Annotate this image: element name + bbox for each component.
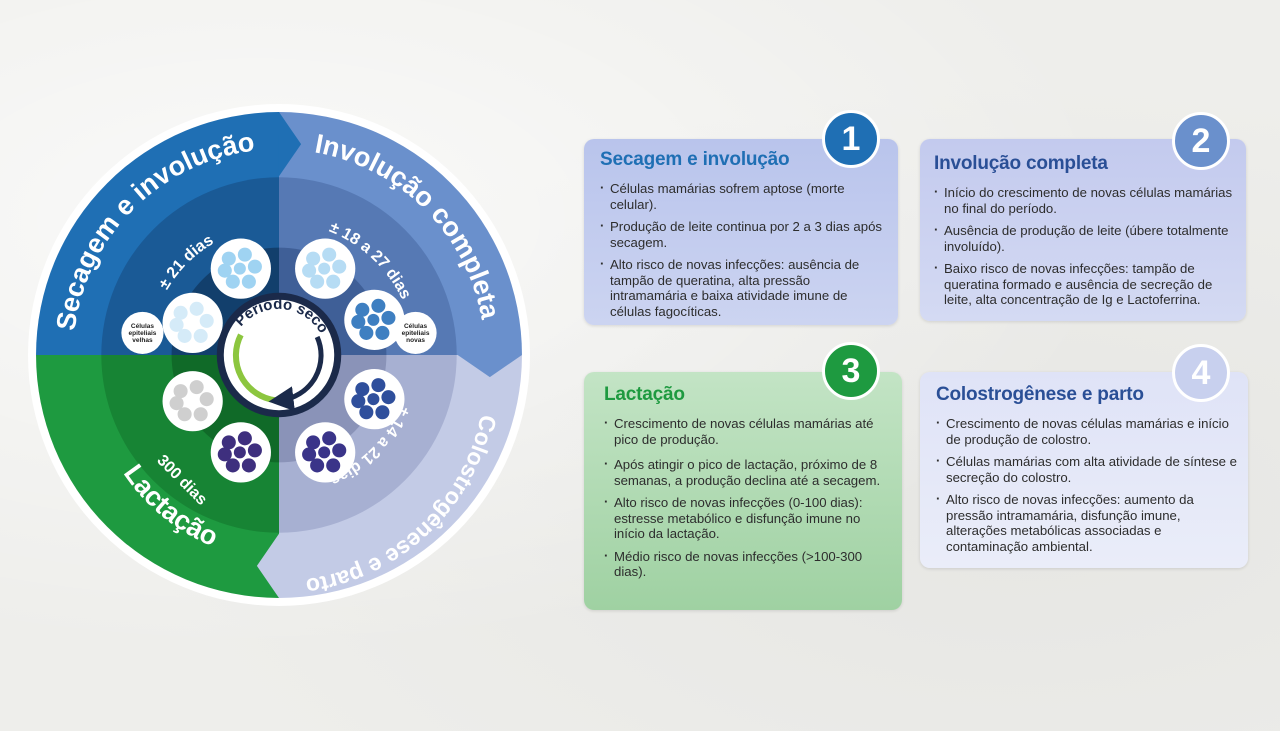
card-3-number-badge: 3 bbox=[822, 342, 880, 400]
card-1-number-badge: 1 bbox=[822, 110, 880, 168]
card-4-title: Colostrogênese e parto bbox=[936, 384, 1144, 405]
card-2-item: Baixo risco de novas infecções: tampão d… bbox=[934, 260, 1238, 308]
card-colostrogenese-parto: Colostrogênese e parto Crescimento de no… bbox=[920, 372, 1248, 568]
lactation-cycle-wheel: Células epiteliais velhas Células epitel… bbox=[28, 104, 530, 606]
arrow-tip-2 bbox=[457, 355, 522, 378]
cycle-arrow-green bbox=[232, 333, 276, 404]
card-1-list: Células mamárias sofrem aptose (morte ce… bbox=[600, 180, 888, 326]
cell-cluster-5 bbox=[344, 369, 405, 430]
arrow-tip-3 bbox=[256, 533, 279, 598]
cell-cluster-6 bbox=[295, 422, 356, 483]
card-2-item: Ausência de produção de leite (úbere tot… bbox=[934, 222, 1238, 254]
cell-cluster-8 bbox=[162, 371, 223, 432]
card-3-item: Crescimento de novas células mamárias at… bbox=[604, 415, 894, 447]
card-3-item: Médio risco de novas infecções (>100-300… bbox=[604, 548, 894, 580]
card-3-item: Alto risco de novas infecções (0-100 dia… bbox=[604, 494, 894, 542]
card-3-item: Após atingir o pico de lactação, próximo… bbox=[604, 456, 894, 488]
arrow-tip-1 bbox=[279, 112, 302, 177]
card-1-item: Células mamárias sofrem aptose (morte ce… bbox=[600, 180, 888, 212]
new-cells-label-2: epiteliais bbox=[402, 330, 430, 337]
old-cells-label-1: Células bbox=[131, 323, 155, 330]
card-3-title: Lactação bbox=[604, 384, 685, 405]
center-disc bbox=[223, 299, 335, 411]
card-1-item: Alto risco de novas infecções: ausência … bbox=[600, 256, 888, 319]
new-cells-label-1: Células bbox=[404, 323, 428, 330]
card-2-item: Início do crescimento de novas células m… bbox=[934, 184, 1238, 216]
card-2-number-badge: 2 bbox=[1172, 112, 1230, 170]
new-cells-label-3: novas bbox=[406, 337, 425, 344]
cell-cluster-7 bbox=[210, 422, 271, 483]
card-4-list: Crescimento de novas células mamárias e … bbox=[936, 415, 1240, 561]
cycle-arrow-dark bbox=[268, 335, 324, 412]
card-3-list: Crescimento de novas células mamárias at… bbox=[604, 415, 894, 587]
card-2-title: Involução completa bbox=[934, 153, 1108, 174]
new-cells-bubble bbox=[394, 311, 437, 354]
card-4-item: Crescimento de novas células mamárias e … bbox=[936, 415, 1240, 447]
cell-cluster-1 bbox=[210, 238, 271, 299]
card-1-title: Secagem e involução bbox=[600, 149, 790, 170]
card-involucao-completa: Involução completa Início do crescimento… bbox=[920, 139, 1246, 321]
card-4-number-badge: 4 bbox=[1172, 344, 1230, 402]
cell-cluster-3 bbox=[295, 238, 356, 299]
card-4-item: Alto risco de novas infecções: aumento d… bbox=[936, 491, 1240, 554]
old-cells-label-2: epiteliais bbox=[129, 330, 157, 337]
cell-cluster-4 bbox=[344, 289, 405, 350]
old-cells-label-3: velhas bbox=[132, 337, 153, 344]
card-lactacao: Lactação Crescimento de novas células ma… bbox=[584, 372, 902, 610]
card-secagem-involucao: Secagem e involução Células mamárias sof… bbox=[584, 139, 898, 325]
card-1-item: Produção de leite continua por 2 a 3 dia… bbox=[600, 218, 888, 250]
card-4-item: Células mamárias com alta atividade de s… bbox=[936, 453, 1240, 485]
card-2-list: Início do crescimento de novas células m… bbox=[934, 184, 1238, 315]
cell-cluster-2 bbox=[162, 292, 223, 353]
old-cells-bubble bbox=[121, 311, 164, 354]
